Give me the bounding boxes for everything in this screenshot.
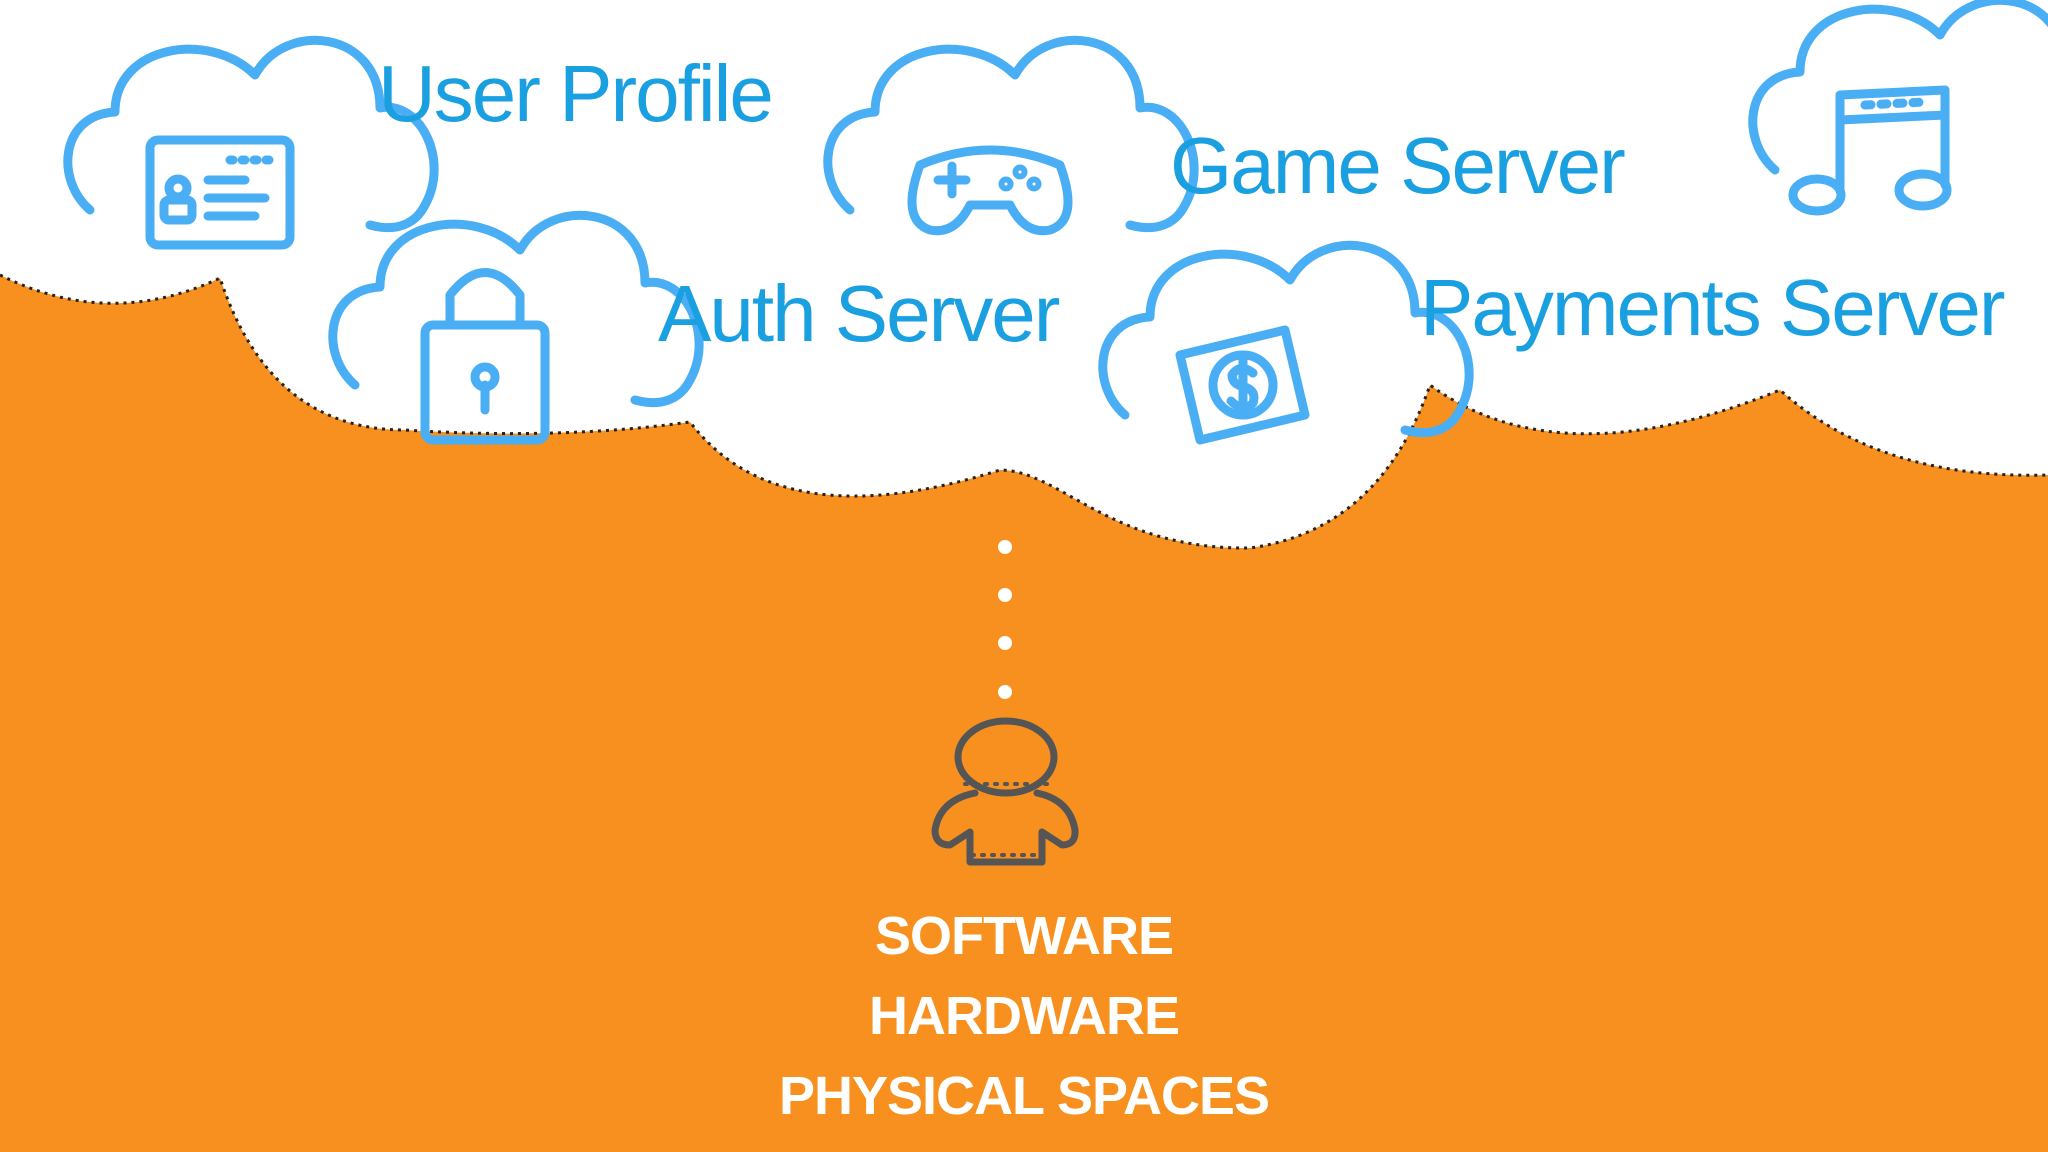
cloud-user-profile [68,40,434,250]
music-note-icon [1788,85,1952,216]
layer-software: SOFTWARE [875,906,1174,966]
layer-hardware: HARDWARE [869,986,1180,1046]
auth-server-label: Auth Server [658,269,1060,358]
ground-region [0,275,2048,1152]
id-card-icon [145,135,295,250]
cloud-music [1753,0,2048,216]
dollar-bill-icon [1175,325,1310,445]
ground-edge-dots [0,273,2048,550]
cloud-auth-server [333,215,699,445]
game-server-label: Game Server [1170,121,1626,210]
cloud-game-server [828,40,1194,236]
game-controller-icon [907,145,1073,236]
connector-dots [998,540,1012,699]
person-icon [931,717,1079,866]
padlock-icon [420,268,550,445]
user-profile-label: User Profile [378,49,774,138]
layer-physical-spaces: PHYSICAL SPACES [778,1066,1270,1126]
payments-server-label: Payments Server [1420,263,2006,352]
cloud-payments-server [1103,245,1469,445]
